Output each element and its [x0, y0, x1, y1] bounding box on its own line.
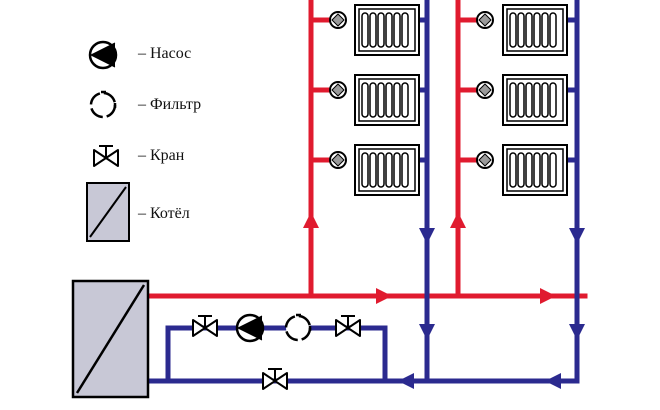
legend-pump-label: – Насос: [138, 45, 192, 62]
return-arrows: [398, 228, 585, 389]
bypass-filter: [284, 313, 312, 342]
radiator-right-2: [476, 74, 568, 126]
legend-boiler-icon: [86, 182, 130, 242]
legend-filter-icon: [89, 90, 117, 119]
bypass-pump: [235, 313, 265, 343]
legend-valve-icon: [93, 145, 119, 167]
return-main-valve: [262, 368, 288, 390]
bypass-valve-left: [192, 315, 218, 337]
return-pipes: [147, 0, 580, 384]
radiator-left-1: [329, 4, 420, 56]
radiator-left-2: [329, 74, 420, 126]
radiator-left-3: [329, 144, 420, 196]
bypass-valve-right: [335, 315, 361, 337]
supply-arrows: [303, 212, 556, 304]
legend-boiler-label: – Котёл: [138, 205, 190, 222]
boiler: [71, 279, 150, 399]
legend-filter-label: – Фильтр: [138, 96, 202, 113]
legend-pump-icon: [88, 40, 118, 70]
radiator-right-1: [476, 4, 568, 56]
radiator-right-3: [476, 144, 568, 196]
supply-pipes: [147, 0, 588, 299]
legend-valve-label: – Кран: [138, 147, 185, 164]
